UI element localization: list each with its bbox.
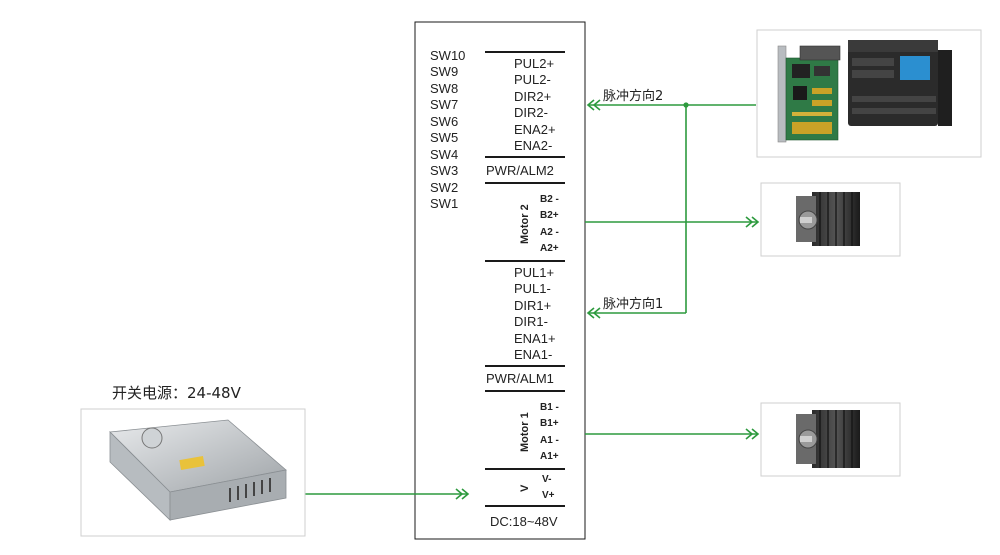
power-label: V — [519, 484, 531, 492]
switch-label: SW4 — [430, 147, 458, 162]
switch-label: SW3 — [430, 163, 458, 178]
motor-pin-label: B2+ — [540, 210, 559, 221]
dc-range-label: DC:18~48V — [490, 514, 558, 529]
power-pin-label: V+ — [542, 490, 555, 501]
arrow-right-power — [455, 488, 464, 500]
power-supply-icon — [109, 419, 287, 521]
motor-pin-label: B2 - — [540, 194, 559, 205]
signal-label: PUL2- — [514, 72, 551, 87]
motor2-label: Motor 2 — [519, 204, 531, 244]
pulse-dir-1-label: 脉冲方向1 — [603, 296, 663, 312]
signal-label: DIR1+ — [514, 298, 551, 313]
switch-label: SW10 — [430, 48, 465, 63]
channel2-signals: PUL2+ PUL2- DIR2+ DIR2- ENA2+ ENA2- — [514, 56, 556, 153]
pulse-dir-2-label: 脉冲方向2 — [603, 88, 663, 104]
motor-pin-label: B1+ — [540, 418, 559, 429]
controller-image — [756, 29, 982, 158]
pwr-alm1-label: PWR/ALM1 — [486, 371, 554, 386]
signal-label: ENA2- — [514, 138, 552, 153]
signal-label: DIR2+ — [514, 89, 551, 104]
signal-label: DIR2- — [514, 105, 548, 120]
arrow-left-ch1 — [592, 307, 601, 319]
arrow-right-power — [461, 488, 470, 500]
stepper-motor1-image — [760, 402, 901, 477]
motor-pin-label: A1+ — [540, 451, 559, 462]
arrow-left-ch2 — [586, 99, 595, 111]
power-supply-label: 开关电源：24-48V — [112, 384, 242, 402]
switch-labels: SW10 SW9 SW8 SW7 SW6 SW5 SW4 SW3 SW2 SW1 — [430, 48, 465, 211]
signal-label: ENA1+ — [514, 331, 556, 346]
arrow-right-motor1 — [745, 428, 754, 440]
pci-card-icon — [777, 45, 841, 143]
switch-label: SW5 — [430, 130, 458, 145]
wire-junction — [683, 102, 689, 108]
motor-pin-label: B1 - — [540, 402, 559, 413]
stepper-motor-icon — [796, 410, 860, 468]
motor1-label: Motor 1 — [519, 412, 531, 452]
arrow-right-motor2 — [751, 216, 760, 228]
power-supply-image — [80, 408, 306, 537]
switch-label: SW2 — [430, 180, 458, 195]
driver-box — [414, 21, 586, 540]
switch-label: SW9 — [430, 64, 458, 79]
motor-pin-label: A2+ — [540, 243, 559, 254]
switch-label: SW1 — [430, 196, 458, 211]
signal-label: ENA2+ — [514, 122, 556, 137]
switch-label: SW8 — [430, 81, 458, 96]
signal-label: PUL2+ — [514, 56, 554, 71]
arrow-left-ch2 — [592, 99, 601, 111]
arrow-right-motor1 — [751, 428, 760, 440]
power-pin-label: V- — [542, 474, 551, 485]
signal-label: PUL1- — [514, 281, 551, 296]
pwr-alm2-label: PWR/ALM2 — [486, 163, 554, 178]
stepper-motor-icon — [796, 192, 860, 246]
switch-label: SW6 — [430, 114, 458, 129]
motor1-pins: B1 - B1+ A1 - A1+ — [540, 402, 559, 462]
signal-label: DIR1- — [514, 314, 548, 329]
wires — [304, 99, 760, 500]
signal-label: ENA1- — [514, 347, 552, 362]
signal-label: PUL1+ — [514, 265, 554, 280]
plc-icon — [848, 40, 952, 126]
arrow-right-motor2 — [745, 216, 754, 228]
stepper-motor2-image — [760, 182, 901, 257]
motor-pin-label: A2 - — [540, 227, 559, 238]
switch-label: SW7 — [430, 97, 458, 112]
arrow-left-ch1 — [586, 307, 595, 319]
channel1-signals: PUL1+ PUL1- DIR1+ DIR1- ENA1+ ENA1- — [514, 265, 556, 362]
motor-pin-label: A1 - — [540, 435, 559, 446]
section-dividers — [485, 51, 565, 507]
motor2-pins: B2 - B2+ A2 - A2+ — [540, 194, 559, 254]
